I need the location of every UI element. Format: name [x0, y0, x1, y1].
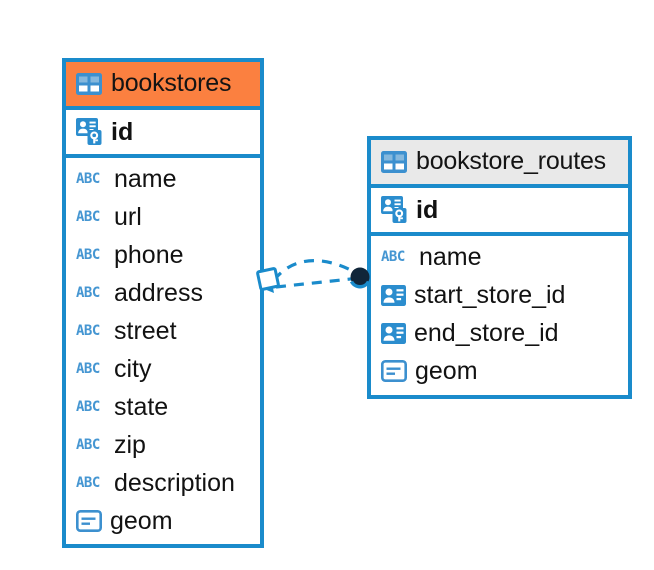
- field-label: description: [114, 468, 235, 497]
- field-row-geom[interactable]: geom: [371, 352, 628, 390]
- field-row-name[interactable]: ABC name: [66, 160, 260, 198]
- entity-header-bookstore-routes[interactable]: bookstore_routes: [371, 140, 628, 188]
- text-field-icon: ABC: [76, 171, 100, 187]
- entity-bookstores[interactable]: bookstores id ABC name: [62, 58, 264, 548]
- text-field-icon: ABC: [76, 247, 100, 263]
- field-row-phone[interactable]: ABC phone: [66, 236, 260, 274]
- primary-key-row[interactable]: id: [66, 110, 260, 158]
- field-row-start-store-id[interactable]: start_store_id: [371, 276, 628, 314]
- primary-key-row[interactable]: id: [371, 188, 628, 236]
- field-label: state: [114, 392, 169, 421]
- field-row-state[interactable]: ABC state: [66, 388, 260, 426]
- text-field-icon: ABC: [76, 209, 100, 225]
- diamond-marker: [256, 267, 280, 293]
- geometry-field-icon: [76, 510, 102, 532]
- field-row-name[interactable]: ABC name: [371, 238, 628, 276]
- foreign-key-icon: [381, 284, 406, 306]
- field-row-zip[interactable]: ABC zip: [66, 426, 260, 464]
- entity-header-bookstores[interactable]: bookstores: [66, 62, 260, 110]
- text-field-icon: ABC: [76, 361, 100, 377]
- entity-title: bookstore_routes: [416, 147, 606, 175]
- field-row-geom[interactable]: geom: [66, 502, 260, 540]
- field-row-url[interactable]: ABC url: [66, 198, 260, 236]
- entity-title: bookstores: [111, 69, 232, 97]
- field-label: start_store_id: [414, 280, 566, 309]
- field-label: geom: [110, 506, 173, 535]
- field-label: id: [416, 195, 439, 224]
- field-label: street: [114, 316, 177, 345]
- field-list-bookstores: ABC name ABC url ABC phone ABC address A…: [66, 158, 260, 540]
- field-row-address[interactable]: ABC address: [66, 274, 260, 312]
- relationship-connector[interactable]: [250, 240, 385, 320]
- field-label: end_store_id: [414, 318, 559, 347]
- field-label: name: [114, 164, 177, 193]
- table-icon: [76, 72, 102, 95]
- field-label: phone: [114, 240, 184, 269]
- field-row-city[interactable]: ABC city: [66, 350, 260, 388]
- primary-key-icon: [381, 196, 407, 223]
- field-list-bookstore-routes: ABC name start_store_id: [371, 236, 628, 390]
- text-field-icon: ABC: [76, 285, 100, 301]
- relationship-line-upper: [272, 259, 361, 282]
- entity-bookstore-routes[interactable]: bookstore_routes id ABC name: [367, 136, 632, 399]
- text-field-icon: ABC: [76, 437, 100, 453]
- relationship-line-lower: [275, 276, 361, 289]
- field-label: city: [114, 354, 152, 383]
- text-field-icon: ABC: [76, 399, 100, 415]
- text-field-icon: ABC: [381, 249, 405, 265]
- text-field-icon: ABC: [76, 323, 100, 339]
- field-label: address: [114, 278, 203, 307]
- field-label: id: [111, 117, 134, 146]
- field-row-description[interactable]: ABC description: [66, 464, 260, 502]
- field-row-street[interactable]: ABC street: [66, 312, 260, 350]
- filled-circle-marker: [349, 267, 371, 289]
- foreign-key-icon: [381, 322, 406, 344]
- primary-key-icon: [76, 118, 102, 145]
- field-label: zip: [114, 430, 146, 459]
- field-label: geom: [415, 356, 478, 385]
- field-label: name: [419, 242, 482, 271]
- text-field-icon: ABC: [76, 475, 100, 491]
- table-icon: [381, 150, 407, 173]
- field-row-end-store-id[interactable]: end_store_id: [371, 314, 628, 352]
- geometry-field-icon: [381, 360, 407, 382]
- field-label: url: [114, 202, 142, 231]
